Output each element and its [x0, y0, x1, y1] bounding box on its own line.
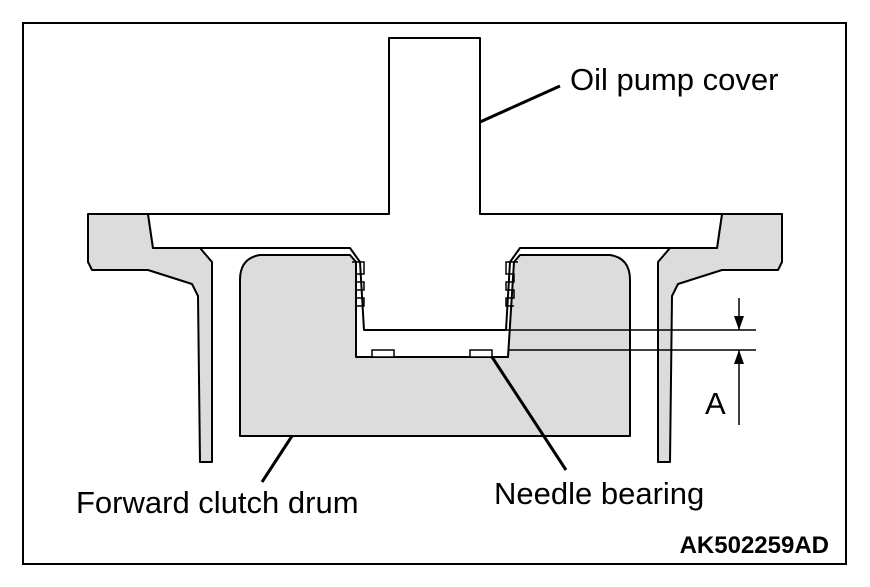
dimension-arrow-top [734, 316, 744, 330]
needle-bearing-left [371, 349, 395, 358]
figure-code: AK502259AD [680, 532, 829, 559]
right-seal-rings [505, 261, 518, 307]
left-seal-rings [352, 261, 365, 307]
label-oil-pump-cover: Oil pump cover [570, 62, 778, 97]
label-forward-clutch-drum: Forward clutch drum [76, 485, 359, 520]
label-dimension-a: A [705, 386, 726, 421]
dimension-arrow-bottom [734, 350, 744, 364]
needle-bearing-right [469, 349, 493, 358]
leader-forward-clutch-drum [260, 435, 294, 483]
leader-oil-pump-cover [479, 84, 561, 124]
label-needle-bearing: Needle bearing [494, 476, 704, 511]
leader-needle-bearing [490, 356, 568, 471]
